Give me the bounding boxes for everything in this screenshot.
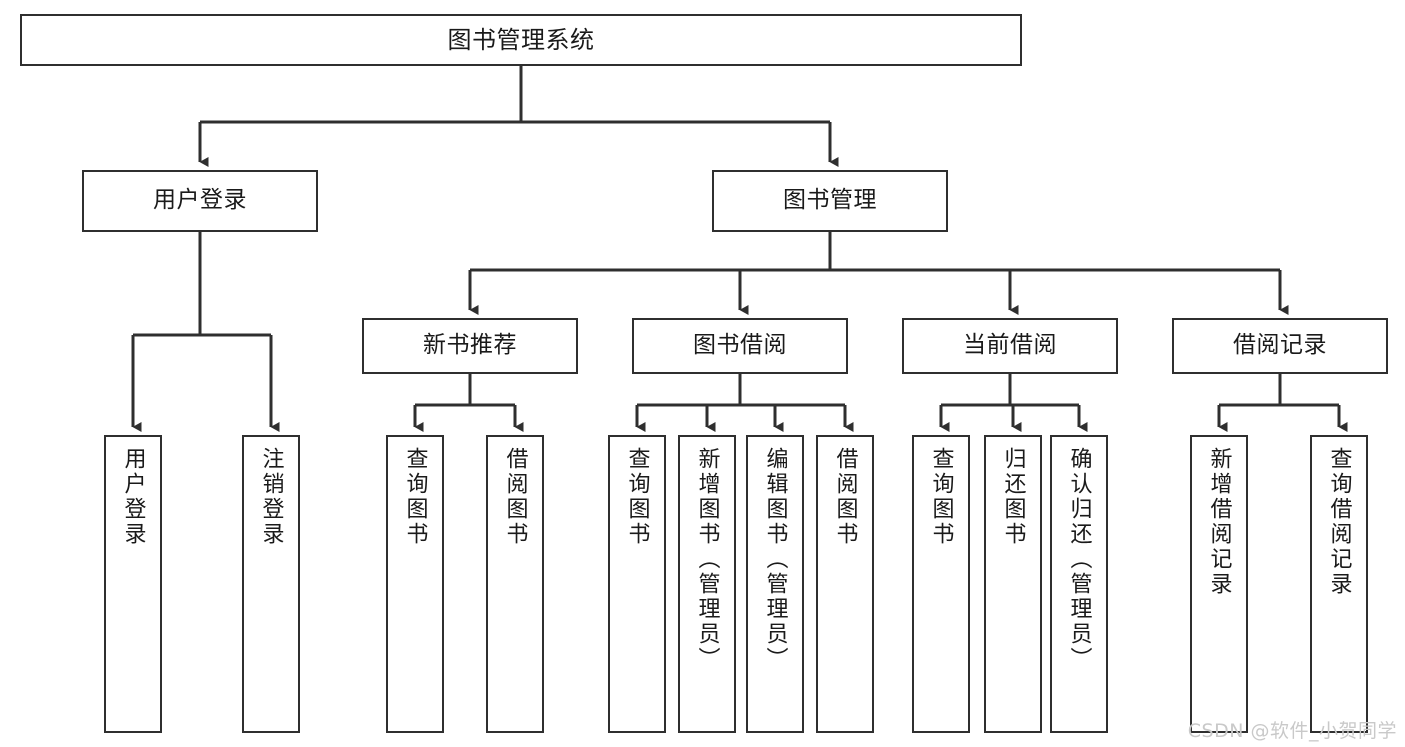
node-leaf-add-book-admin-label: 新增图书（管理员）	[694, 447, 720, 672]
node-book-management[interactable]: 图书管理	[712, 170, 948, 232]
node-leaf-borrow-book-new[interactable]: 借阅图书	[486, 435, 544, 733]
node-leaf-user-login-label: 用户登录	[120, 447, 146, 547]
node-leaf-return-book-label: 归还图书	[1000, 447, 1026, 547]
node-leaf-query-book-borrow[interactable]: 查询图书	[608, 435, 666, 733]
edge-root-to-level1	[198, 66, 839, 167]
node-leaf-borrow-book-new-label: 借阅图书	[502, 447, 528, 547]
node-current-borrow[interactable]: 当前借阅	[902, 318, 1118, 374]
node-leaf-edit-book-admin[interactable]: 编辑图书（管理员）	[746, 435, 804, 733]
edge-bookmgmt-to-level2	[468, 232, 1289, 315]
edge-records-to-leaves	[1217, 374, 1348, 432]
node-leaf-borrow-book[interactable]: 借阅图书	[816, 435, 874, 733]
node-leaf-add-borrow-record-label: 新增借阅记录	[1206, 447, 1232, 597]
node-book-management-label: 图书管理	[783, 187, 877, 214]
node-leaf-confirm-return-admin-label: 确认归还（管理员）	[1066, 447, 1092, 672]
node-leaf-logout[interactable]: 注销登录	[242, 435, 300, 733]
node-leaf-query-book-borrow-label: 查询图书	[624, 447, 650, 547]
node-new-book-recommend-label: 新书推荐	[423, 332, 517, 359]
node-leaf-add-book-admin[interactable]: 新增图书（管理员）	[678, 435, 736, 733]
node-leaf-query-borrow-record[interactable]: 查询借阅记录	[1310, 435, 1368, 733]
node-user-login-label: 用户登录	[153, 187, 247, 214]
node-leaf-user-login[interactable]: 用户登录	[104, 435, 162, 733]
node-leaf-confirm-return-admin[interactable]: 确认归还（管理员）	[1050, 435, 1108, 733]
node-leaf-add-borrow-record[interactable]: 新增借阅记录	[1190, 435, 1248, 733]
node-leaf-query-book-new-label: 查询图书	[402, 447, 428, 547]
node-book-borrow[interactable]: 图书借阅	[632, 318, 848, 374]
node-leaf-logout-label: 注销登录	[258, 447, 284, 547]
edge-login-to-leaves	[131, 232, 280, 432]
node-leaf-query-borrow-record-label: 查询借阅记录	[1326, 447, 1352, 597]
node-leaf-borrow-book-label: 借阅图书	[832, 447, 858, 547]
node-root-label: 图书管理系统	[447, 25, 595, 54]
node-book-borrow-label: 图书借阅	[693, 332, 787, 359]
node-root[interactable]: 图书管理系统	[20, 14, 1022, 66]
edge-borrow-to-leaves	[635, 374, 854, 432]
node-leaf-edit-book-admin-label: 编辑图书（管理员）	[762, 447, 788, 672]
edge-newbook-to-leaves	[413, 374, 524, 432]
node-borrow-records[interactable]: 借阅记录	[1172, 318, 1388, 374]
node-leaf-query-book-current[interactable]: 查询图书	[912, 435, 970, 733]
node-leaf-query-book-new[interactable]: 查询图书	[386, 435, 444, 733]
edge-current-to-leaves	[939, 374, 1088, 432]
node-new-book-recommend[interactable]: 新书推荐	[362, 318, 578, 374]
node-user-login[interactable]: 用户登录	[82, 170, 318, 232]
node-leaf-return-book[interactable]: 归还图书	[984, 435, 1042, 733]
node-current-borrow-label: 当前借阅	[963, 332, 1057, 359]
node-leaf-query-book-current-label: 查询图书	[928, 447, 954, 547]
node-borrow-records-label: 借阅记录	[1233, 332, 1327, 359]
